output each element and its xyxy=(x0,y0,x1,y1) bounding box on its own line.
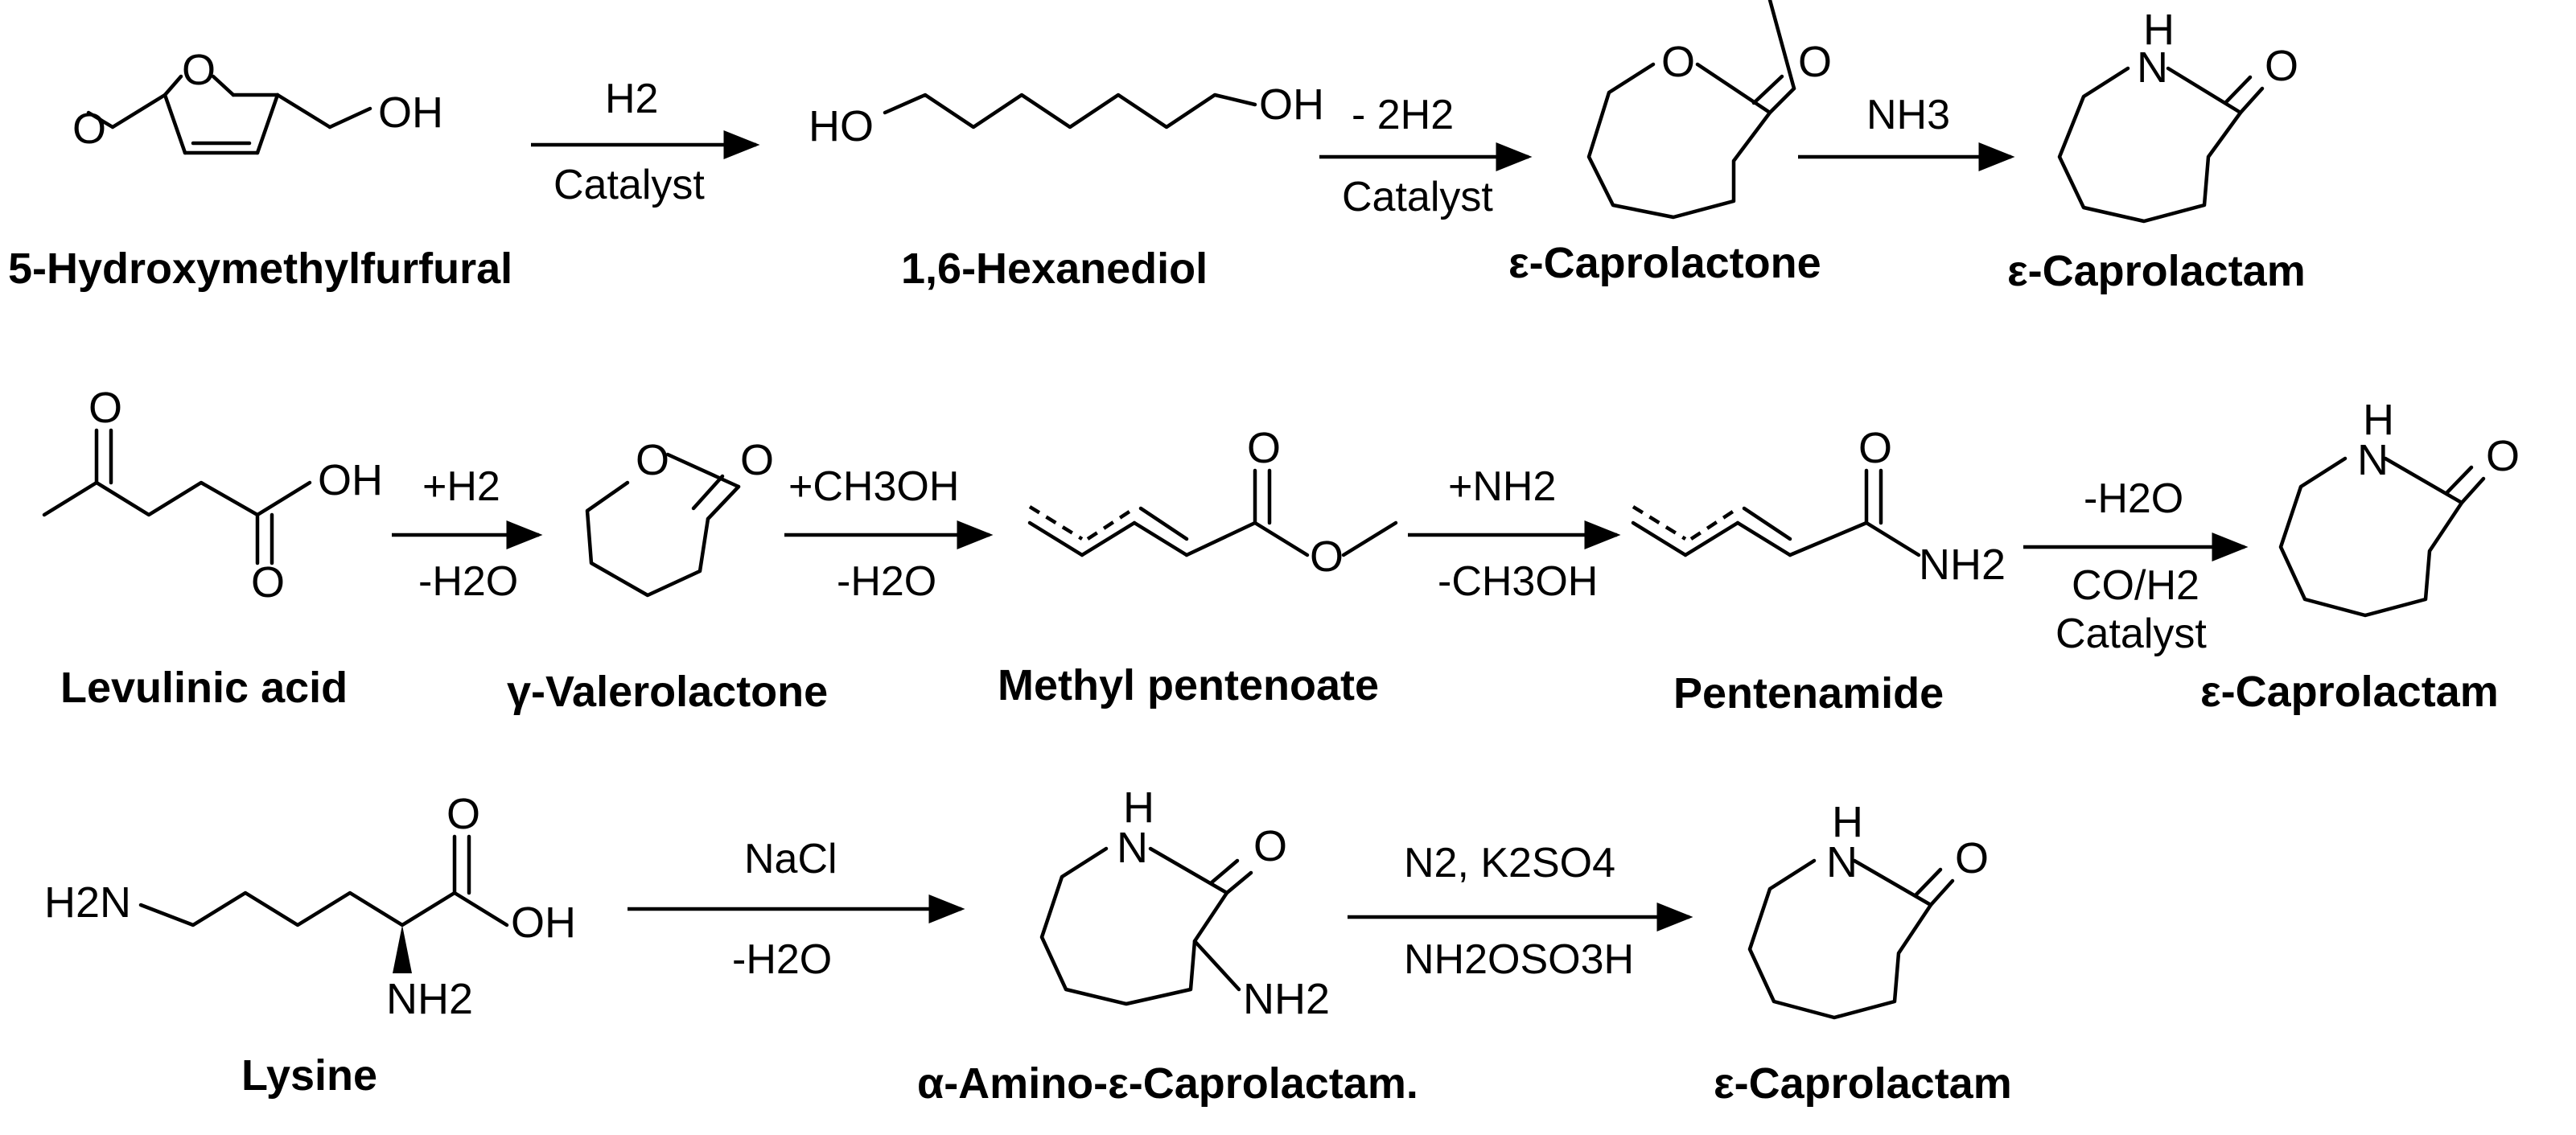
r8-top: NaCl xyxy=(744,836,837,882)
label-caprolactone: ε-Caprolactone xyxy=(1508,239,1821,287)
r7-top: -H2O xyxy=(2084,475,2183,522)
aminocaprolactam-n: N xyxy=(1117,824,1148,872)
hmf-aldehyde-o: O xyxy=(72,105,106,153)
aminocaprolactam-o: O xyxy=(1253,822,1287,870)
caprolactam-2-h: H xyxy=(2363,396,2394,444)
lysine-carbonyl-o: O xyxy=(446,790,480,838)
hexanediol-oh: OH xyxy=(1259,80,1324,129)
lysine-oh: OH xyxy=(511,899,576,947)
caprolactam-3-n: N xyxy=(1826,838,1858,886)
r4-bottom: -H2O xyxy=(418,558,518,605)
aminocaprolactam-h: H xyxy=(1123,783,1154,832)
pentenamide-structure: O NH2 xyxy=(1631,424,2006,589)
hmf-structure: O O OH xyxy=(72,46,443,155)
label-pentenamide: Pentenamide xyxy=(1673,669,1944,718)
caprolactam-3-h: H xyxy=(1832,798,1863,846)
r4-top: +H2 xyxy=(422,463,500,510)
label-levulinic: Levulinic acid xyxy=(60,664,348,712)
valerolactone-structure: O O xyxy=(585,436,774,598)
r5-top: +CH3OH xyxy=(788,463,959,510)
hmf-ring-o: O xyxy=(182,46,216,94)
hexanediol-ho: HO xyxy=(809,102,874,150)
r8-bottom: -H2O xyxy=(732,936,832,983)
r7-bottom-1: CO/H2 xyxy=(2072,562,2199,609)
r9-top: N2, K2SO4 xyxy=(1404,840,1615,886)
lysine-wedge-bond xyxy=(393,925,412,973)
lysine-structure: H2N O OH NH2 xyxy=(44,790,576,1023)
hmf-oh: OH xyxy=(378,88,443,137)
label-hmf: 5-Hydroxymethylfurfural xyxy=(8,245,512,293)
r5-bottom: -H2O xyxy=(837,558,936,605)
r6-top: +NH2 xyxy=(1448,463,1556,510)
levulinic-structure: O OH O xyxy=(42,384,383,607)
levulinic-keto-o: O xyxy=(88,384,122,432)
r2-top: - 2H2 xyxy=(1352,92,1454,138)
caprolactam-1-h: H xyxy=(2143,6,2175,54)
caprolactam-3-structure: N H O xyxy=(1747,798,1989,1020)
caprolactam-2-o: O xyxy=(2486,432,2520,480)
caprolactam-2-n: N xyxy=(2357,436,2389,484)
pentenamide-carbonyl-o: O xyxy=(1858,424,1892,472)
r6-bottom: -CH3OH xyxy=(1438,558,1598,605)
label-lysine: Lysine xyxy=(241,1051,377,1100)
pentenamide-nh2: NH2 xyxy=(1919,541,2006,589)
methyl-pentenoate-ester-o: O xyxy=(1310,533,1344,581)
label-hexanediol: 1,6-Hexanediol xyxy=(901,245,1208,293)
caprolactam-1-n: N xyxy=(2137,43,2168,92)
caprolactam-1-o: O xyxy=(2265,42,2298,90)
label-aminocaprolactam: α-Amino-ε-Caprolactam. xyxy=(917,1059,1418,1108)
r9-bottom: NH2OSO3H xyxy=(1404,936,1634,983)
r3-top: NH3 xyxy=(1866,92,1950,138)
r1-top: H2 xyxy=(605,76,658,122)
levulinic-oh: OH xyxy=(318,456,383,504)
label-valerolactone: γ-Valerolactone xyxy=(507,668,828,716)
levulinic-acid-o: O xyxy=(251,558,285,607)
valerolactone-ring-o: O xyxy=(636,436,669,484)
lysine-h2n: H2N xyxy=(44,878,131,927)
r2-bottom: Catalyst xyxy=(1342,174,1493,220)
aminocaprolactam-structure: N H O NH2 xyxy=(1039,783,1330,1023)
label-caprolactam-1: ε-Caprolactam xyxy=(2007,247,2306,295)
aminocaprolactam-nh2: NH2 xyxy=(1243,975,1330,1023)
caprolactone-carbonyl-o: O xyxy=(1798,38,1832,86)
lysine-nh2: NH2 xyxy=(386,975,473,1023)
caprolactam-2-structure: N H O xyxy=(2278,396,2520,618)
label-caprolactam-2: ε-Caprolactam xyxy=(2200,668,2499,716)
methyl-pentenoate-structure: O O xyxy=(1027,424,1398,581)
methyl-pentenoate-carbonyl-o: O xyxy=(1247,424,1281,472)
caprolactone-structure: O O xyxy=(1586,0,1832,220)
valerolactone-carbonyl-o: O xyxy=(740,436,774,484)
caprolactone-ring-o: O xyxy=(1661,38,1695,86)
label-methyl-pentenoate: Methyl pentenoate xyxy=(998,661,1379,709)
hexanediol-structure: HO OH xyxy=(809,80,1324,150)
caprolactam-3-o: O xyxy=(1955,834,1989,882)
label-caprolactam-3: ε-Caprolactam xyxy=(1714,1059,2012,1108)
caprolactam-1-structure: N H O xyxy=(2057,6,2298,224)
r1-bottom: Catalyst xyxy=(553,162,705,208)
r7-bottom-2: Catalyst xyxy=(2055,611,2207,657)
